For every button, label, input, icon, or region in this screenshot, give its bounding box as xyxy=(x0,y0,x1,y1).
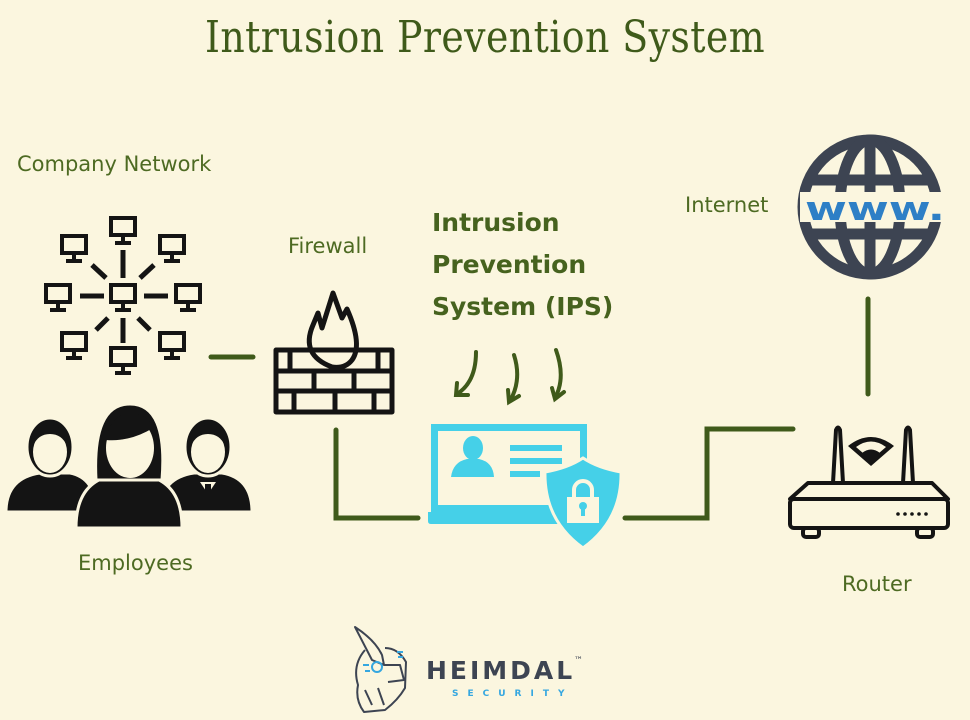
diagram-title: Intrusion Prevention System xyxy=(204,12,766,63)
connector-ips-router xyxy=(622,426,796,521)
arrow-icon-2 xyxy=(506,353,521,406)
connectors xyxy=(208,296,871,521)
heimdal-logo: HEIMDAL ™ SECURITY xyxy=(354,626,583,713)
ips-laptop-shield-icon xyxy=(428,424,623,550)
trademark-symbol: ™ xyxy=(574,656,583,666)
firewall-icon xyxy=(273,290,395,415)
heimdal-knight-icon xyxy=(354,626,407,713)
www-globe-icon: www. xyxy=(797,134,950,280)
arrow-icon-1 xyxy=(453,350,478,397)
heimdal-tagline: SECURITY xyxy=(452,689,573,699)
internet-label: Internet xyxy=(685,193,769,217)
router-icon xyxy=(788,425,950,539)
router-leds xyxy=(896,512,928,516)
www-text: www. xyxy=(805,189,945,228)
user-silhouette-icon xyxy=(451,436,494,477)
company-network-label: Company Network xyxy=(17,152,212,176)
heimdal-wordmark: HEIMDAL xyxy=(426,656,575,685)
network-icon xyxy=(44,216,202,375)
employees-label: Employees xyxy=(78,551,193,575)
lock-icon xyxy=(567,479,599,523)
firewall-label: Firewall xyxy=(288,234,368,258)
ips-label-line-1: Intrusion xyxy=(432,208,560,237)
flame-icon xyxy=(306,290,359,370)
ips-arrows xyxy=(453,348,566,406)
ips-label-line-2: Prevention xyxy=(432,250,587,279)
person-center xyxy=(74,402,184,530)
connector-firewall-ips xyxy=(333,427,421,521)
ips-label: Intrusion Prevention System (IPS) xyxy=(432,202,613,328)
computer-node xyxy=(109,216,137,245)
router-label: Router xyxy=(842,572,912,596)
ips-label-line-3: System (IPS) xyxy=(432,292,614,321)
employees-icon xyxy=(4,402,254,530)
arrow-icon-3 xyxy=(550,348,566,403)
